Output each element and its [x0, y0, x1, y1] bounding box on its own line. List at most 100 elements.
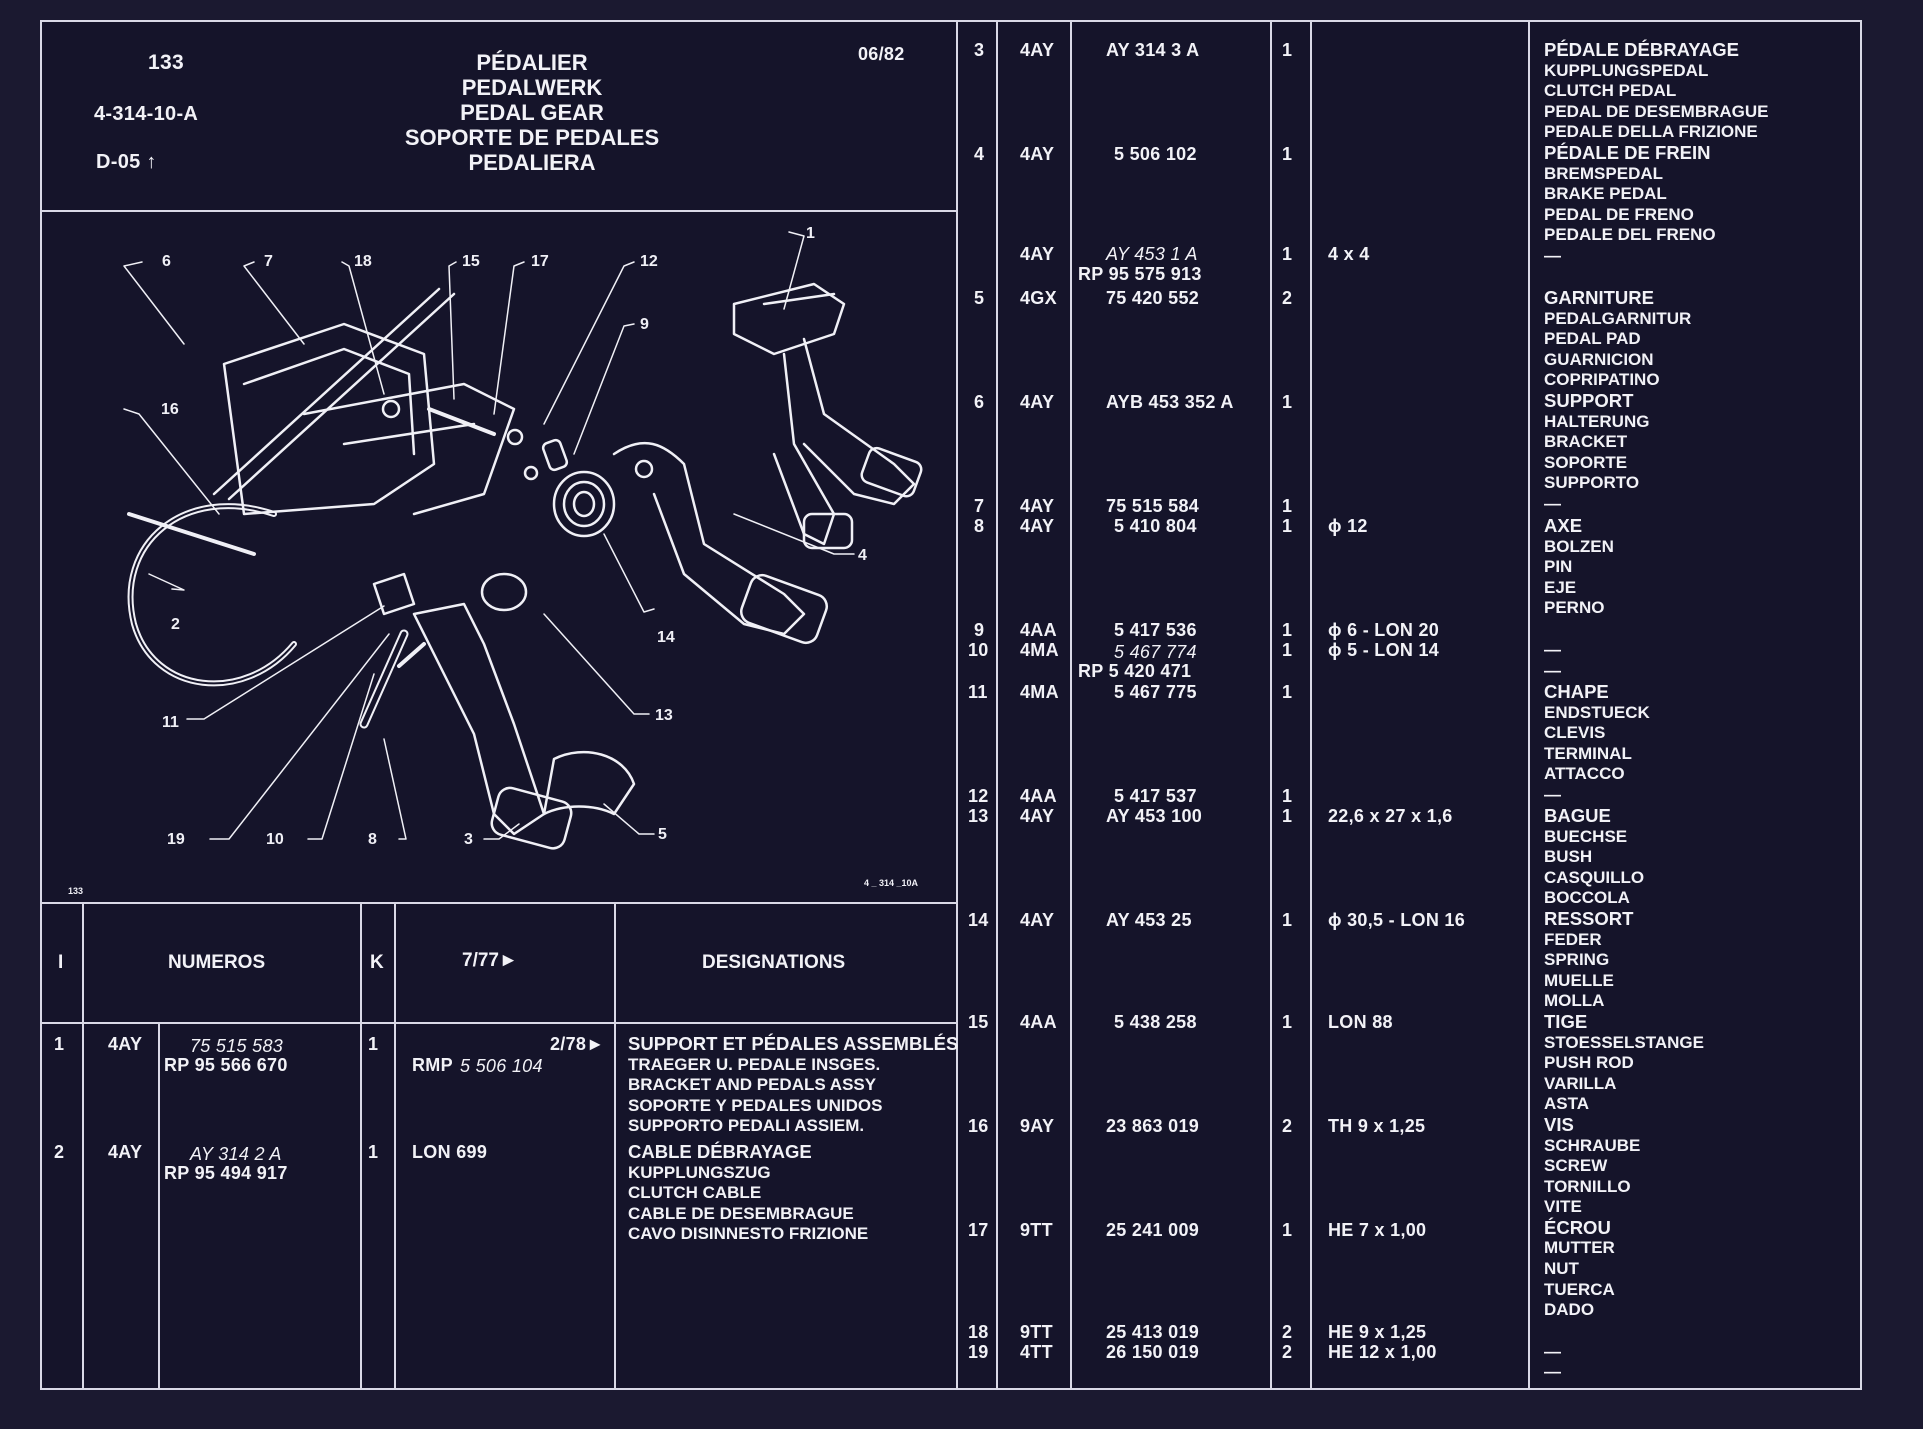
- desig-line: BUSH: [1544, 847, 1593, 867]
- part-number: 25 413 019: [1106, 1322, 1200, 1342]
- part-qty: 2: [1282, 288, 1293, 308]
- part-qty: 1: [1282, 392, 1293, 412]
- desig-line: MOLLA: [1544, 991, 1605, 1011]
- part-group: 4AY: [1020, 496, 1055, 516]
- desig-line: ÉCROU: [1544, 1216, 1611, 1238]
- part-number: 75 420 552: [1106, 288, 1200, 308]
- panel-divider: [956, 22, 958, 1388]
- sheet-number: 133: [148, 51, 184, 74]
- part-note: LON 88: [1328, 1012, 1393, 1032]
- part-number: 5 467 775: [1114, 682, 1197, 702]
- col-line: [158, 1022, 160, 1388]
- callout-14: 14: [657, 629, 675, 646]
- part-qty: 1: [1282, 1012, 1293, 1032]
- desig-line: VARILLA: [1544, 1073, 1617, 1093]
- desig-line: SCHRAUBE: [1544, 1135, 1641, 1155]
- part-qty: 1: [1282, 40, 1293, 60]
- table-head-line: [42, 1022, 958, 1024]
- part-group: 4AY: [1020, 244, 1055, 264]
- row1-qty: 1: [368, 1034, 379, 1054]
- table-top-line: [42, 902, 958, 904]
- sheet-title: PÉDALIER PEDALWERK PEDAL GEAR SOPORTE DE…: [372, 50, 692, 175]
- desig-block: GARNITURE PEDALGARNITUR PEDAL PAD GUARNI…: [1544, 287, 1691, 515]
- desig-line: SUPPORT: [1544, 389, 1634, 411]
- desig-line: CLEVIS: [1544, 723, 1606, 743]
- desig-block: —: [1544, 1342, 1561, 1363]
- row2-note: LON 699: [412, 1142, 488, 1162]
- part-item: 8: [974, 516, 985, 536]
- callout-11: 11: [162, 714, 179, 731]
- part-item: 6: [974, 392, 985, 412]
- part-group: 4GX: [1020, 288, 1057, 308]
- callout-10: 10: [266, 831, 284, 848]
- part-qty: 1: [1282, 786, 1293, 806]
- part-item: 11: [968, 682, 988, 702]
- row2-desig-es: CABLE DE DESEMBRAGUE: [628, 1203, 854, 1223]
- callout-19: 19: [167, 831, 185, 848]
- desig-line: KUPPLUNGSPEDAL: [1544, 60, 1709, 80]
- title-de: PEDALWERK: [461, 75, 603, 100]
- part-qty: 1: [1282, 244, 1293, 264]
- title-fr: PÉDALIER: [476, 50, 588, 75]
- part-number: 5 410 804: [1114, 516, 1197, 536]
- part-qty: 1: [1282, 496, 1293, 516]
- desig-line: GUARNICION: [1544, 349, 1654, 369]
- desig-line: CLUTCH PEDAL: [1544, 81, 1677, 101]
- part-number: 5 417 536: [1114, 620, 1197, 640]
- part-qty: 2: [1282, 1116, 1293, 1136]
- part-item: 15: [968, 1012, 989, 1032]
- row1-number: 75 515 583: [190, 1036, 284, 1056]
- desig-line: PUSH ROD: [1544, 1053, 1634, 1073]
- part-number: 5 506 102: [1114, 144, 1197, 164]
- col-line: [996, 22, 998, 1388]
- desig-block: —: [1544, 1362, 1561, 1383]
- part-number: AY 453 100: [1106, 806, 1203, 826]
- row1-designation: SUPPORT ET PÉDALES ASSEMBLÉS TRAEGER U. …: [628, 1033, 959, 1137]
- part-item: 18: [968, 1322, 989, 1342]
- desig-line: TERMINAL: [1544, 743, 1632, 763]
- part-number: AY 314 3 A: [1106, 40, 1200, 60]
- part-note: HE 9 x 1,25: [1328, 1322, 1427, 1342]
- part-number: AY 453 25: [1106, 910, 1192, 930]
- row1-desig-de: TRAEGER U. PEDALE INSGES.: [628, 1054, 881, 1074]
- col-line: [1070, 22, 1072, 1388]
- part-group: 4AY: [1020, 144, 1055, 164]
- part-group: 4AY: [1020, 806, 1055, 826]
- part-note: TH 9 x 1,25: [1328, 1116, 1426, 1136]
- desig-line: —: [1544, 245, 1561, 265]
- desig-line: PEDAL DE FRENO: [1544, 204, 1694, 224]
- col-line: [1310, 22, 1312, 1388]
- part-qty: 1: [1282, 1220, 1293, 1240]
- row2-number: AY 314 2 A: [190, 1144, 282, 1164]
- row1-desig-fr: SUPPORT ET PÉDALES ASSEMBLÉS: [628, 1033, 959, 1054]
- part-qty: 1: [1282, 910, 1293, 930]
- desig-line: PEDAL DE DESEMBRAGUE: [1544, 101, 1769, 121]
- desig-line: —: [1544, 493, 1561, 513]
- desig-line: PEDALE DEL FRENO: [1544, 225, 1716, 245]
- desig-line: RESSORT: [1544, 907, 1634, 929]
- part-qty: 1: [1282, 806, 1293, 826]
- desig-line: ATTACCO: [1544, 764, 1625, 784]
- desig-line: FEDER: [1544, 929, 1602, 949]
- callout-7: 7: [264, 253, 273, 270]
- part-item: 13: [968, 806, 989, 826]
- desig-line: VIS: [1544, 1113, 1574, 1135]
- part-item: 14: [968, 910, 989, 930]
- callout-13: 13: [655, 707, 673, 724]
- callout-6: 6: [162, 253, 171, 270]
- title-en: PEDAL GEAR: [460, 100, 604, 125]
- row2-number-rp: RP 95 494 917: [164, 1163, 288, 1183]
- row1-group: 4AY: [108, 1034, 143, 1054]
- part-group: 4AA: [1020, 620, 1057, 640]
- callout-12: 12: [640, 253, 658, 270]
- desig-line: DADO: [1544, 1300, 1595, 1320]
- part-item: 19: [968, 1342, 989, 1362]
- col-head-designations: DESIGNATIONS: [702, 952, 846, 973]
- part-note: ϕ 12: [1328, 516, 1368, 536]
- row1-date: 2/78►: [550, 1034, 605, 1054]
- callout-3: 3: [464, 831, 473, 848]
- desig-line: PEDAL PAD: [1544, 329, 1641, 349]
- row2-item: 2: [54, 1142, 65, 1162]
- part-qty: 1: [1282, 640, 1293, 660]
- sheet-reference: 4-314-10-A: [94, 103, 199, 125]
